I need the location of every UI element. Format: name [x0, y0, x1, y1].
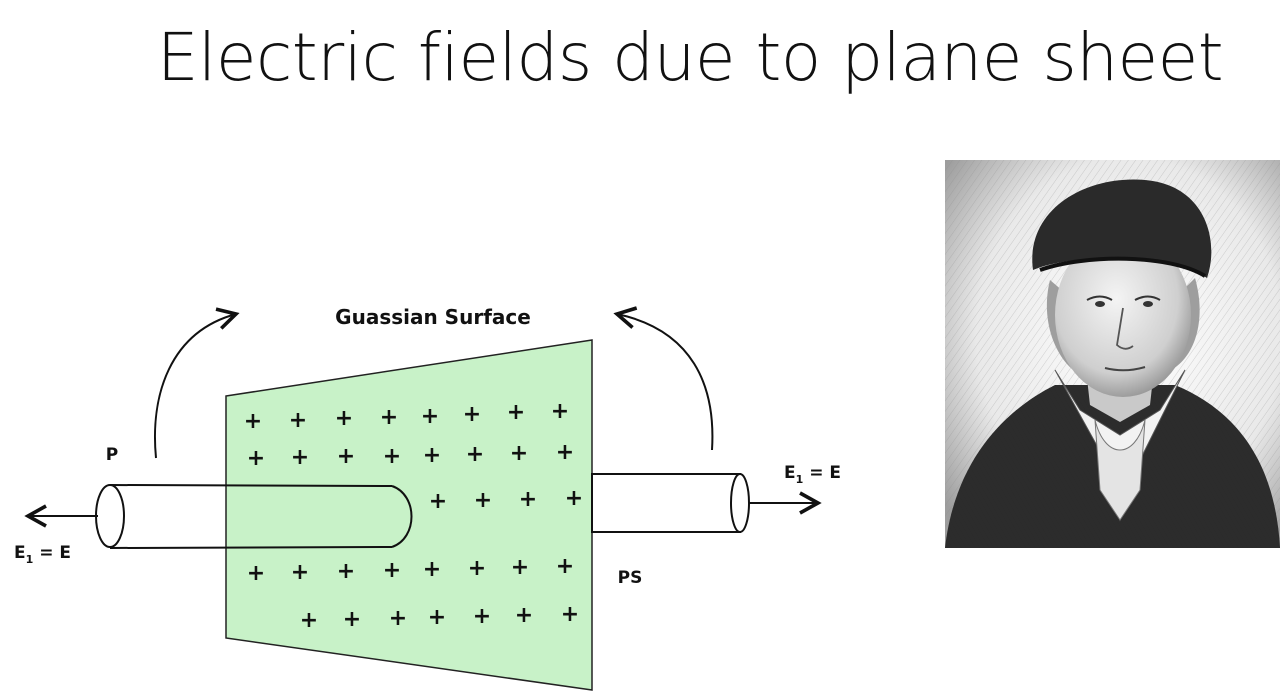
- positive-charge: +: [468, 556, 486, 581]
- positive-charge: +: [383, 558, 401, 583]
- positive-charge: +: [421, 404, 439, 429]
- portrait-image: [945, 160, 1280, 548]
- positive-charge: +: [429, 489, 447, 514]
- positive-charge: +: [247, 446, 265, 471]
- positive-charge: +: [551, 399, 569, 424]
- charged-plane-sheet: [225, 339, 593, 691]
- positive-charge: +: [519, 487, 537, 512]
- positive-charge: +: [335, 406, 353, 431]
- positive-charge: +: [511, 555, 529, 580]
- positive-charge: +: [473, 604, 491, 629]
- left-gaussian-cylinder: [95, 484, 413, 549]
- positive-charge: +: [343, 607, 361, 632]
- positive-charge: +: [380, 405, 398, 430]
- positive-charges: + + + + + + + + + + + + + + + + + + + + + + + + + + + + + + + + + + +: [244, 399, 583, 633]
- positive-charge: +: [463, 402, 481, 427]
- gaussian-surface-label: Guassian Surface: [335, 305, 531, 329]
- positive-charge: +: [383, 444, 401, 469]
- positive-charge: +: [561, 602, 579, 627]
- positive-charge: +: [466, 442, 484, 467]
- positive-charge: +: [337, 444, 355, 469]
- positive-charge: +: [565, 486, 583, 511]
- positive-charge: +: [289, 408, 307, 433]
- positive-charge: +: [507, 400, 525, 425]
- positive-charge: +: [515, 603, 533, 628]
- left-field-label: E1 = E: [14, 543, 71, 566]
- positive-charge: +: [291, 445, 309, 470]
- left-curved-arrow: [154, 307, 240, 459]
- positive-charge: +: [423, 443, 441, 468]
- positive-charge: +: [337, 559, 355, 584]
- positive-charge: +: [556, 554, 574, 579]
- positive-charge: +: [291, 560, 309, 585]
- positive-charge: +: [556, 440, 574, 465]
- positive-charge: +: [423, 557, 441, 582]
- positive-charge: +: [300, 608, 318, 633]
- positive-charge: +: [510, 441, 528, 466]
- positive-charge: +: [247, 561, 265, 586]
- right-field-label: E1 = E: [784, 463, 841, 486]
- positive-charge: +: [474, 488, 492, 513]
- gaussian-surface-diagram: Guassian Surface P PS E1 = E E1 = E ++++…: [14, 305, 841, 691]
- point-ps-label: PS: [618, 568, 643, 588]
- right-curved-arrow: [613, 306, 714, 451]
- point-p-label: P: [106, 445, 118, 465]
- positive-charge: +: [428, 605, 446, 630]
- right-gaussian-cylinder: [591, 473, 750, 533]
- positive-charge: +: [389, 606, 407, 631]
- positive-charge: +: [244, 409, 262, 434]
- slide-title: Electric fields due to plane sheet: [156, 19, 1224, 96]
